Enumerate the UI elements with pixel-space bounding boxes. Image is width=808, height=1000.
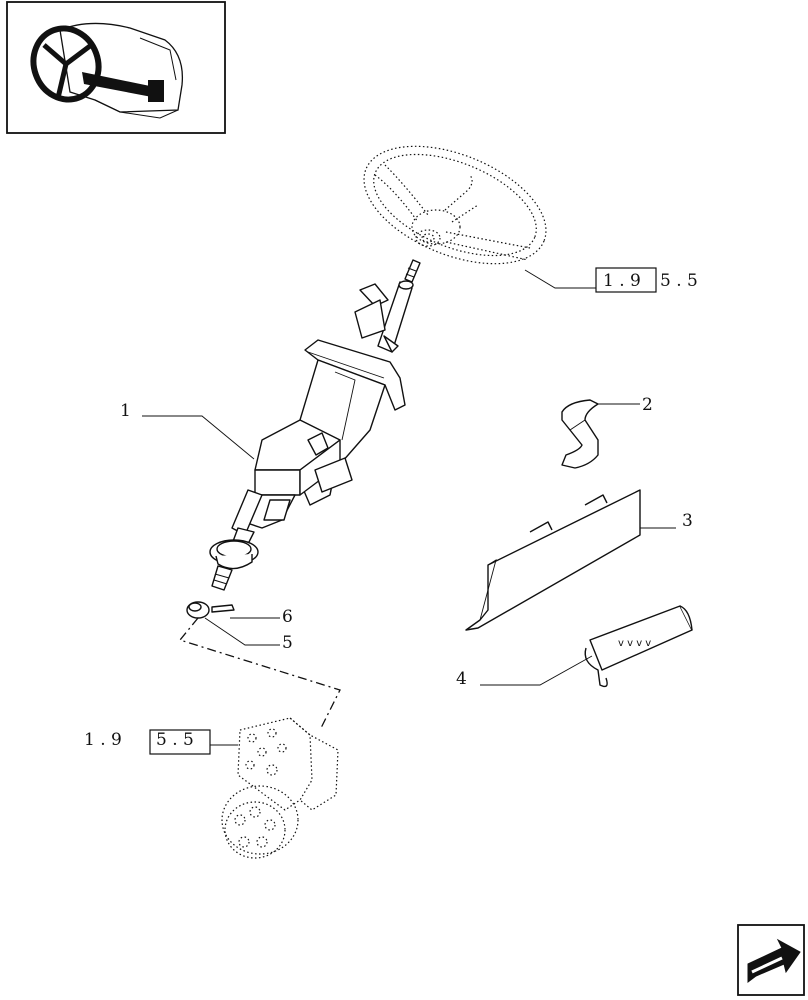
- cap-and-screw: [186, 601, 280, 646]
- ref-steering-unit-lead: 1 . 9: [84, 730, 122, 750]
- callout-1: 1: [120, 401, 131, 421]
- guard-plate-part-3: [465, 489, 676, 631]
- ref-steering-unit-boxed: 5 . 5: [156, 730, 194, 750]
- connector-line: [178, 617, 341, 731]
- clip-part-2: [561, 399, 640, 469]
- ref-steering-wheel-boxed: 1 . 9: [603, 271, 641, 291]
- ref-steering-wheel-rest: 5 . 5: [660, 271, 698, 291]
- next-page-button[interactable]: [737, 924, 805, 996]
- svg-text:v v v v: v v v v: [618, 638, 651, 649]
- spring-clip-part-4: v v v v: [480, 605, 693, 688]
- ref-steering-unit[interactable]: 1 . 9 5 . 5: [84, 729, 211, 755]
- callout-6: 6: [282, 607, 293, 627]
- callout-5: 5: [282, 633, 293, 653]
- location-thumbnail[interactable]: [6, 1, 226, 134]
- callout-4: 4: [456, 669, 467, 689]
- steering-wheel: [363, 145, 596, 289]
- next-page-arrow-icon: [747, 938, 801, 983]
- steering-unit: [210, 717, 339, 859]
- steering-wheel-location-icon: [30, 22, 184, 119]
- callout-3: 3: [682, 511, 693, 531]
- ref-steering-wheel[interactable]: 1 . 9 5 . 5: [595, 267, 698, 293]
- steering-column: [142, 259, 421, 591]
- callout-2: 2: [642, 395, 653, 415]
